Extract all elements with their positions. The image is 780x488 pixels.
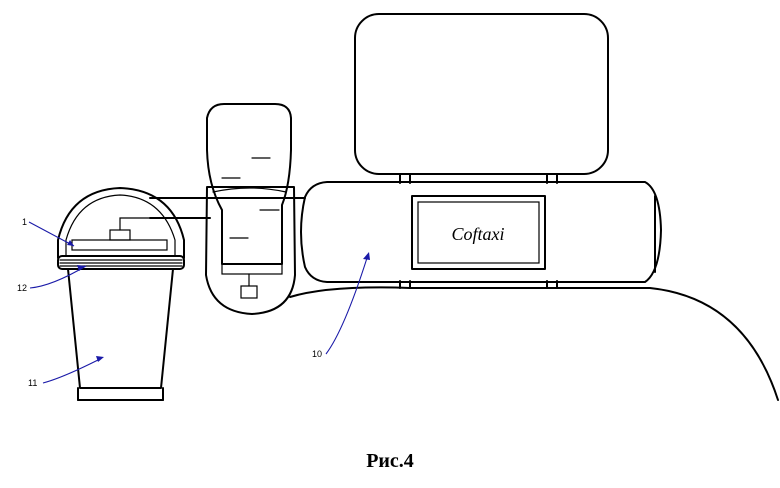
reference-10: 10 bbox=[312, 252, 370, 359]
reference-numeral-1: 1 bbox=[22, 217, 27, 227]
reference-1: 1 bbox=[22, 217, 74, 246]
logo-plate: Coftaxi bbox=[412, 196, 545, 269]
bottle bbox=[207, 104, 291, 298]
reference-numeral-10: 10 bbox=[312, 349, 322, 359]
cup-lid-ring bbox=[58, 256, 184, 269]
logo-text: Coftaxi bbox=[452, 224, 505, 244]
reference-numeral-12: 12 bbox=[17, 283, 27, 293]
seat-back-outline bbox=[290, 287, 778, 400]
reference-11: 11 bbox=[28, 356, 104, 388]
reference-numeral-11: 11 bbox=[28, 378, 37, 388]
cup bbox=[68, 269, 173, 400]
headrest-cushion bbox=[355, 14, 608, 174]
figure-caption: Рис.4 bbox=[0, 450, 780, 473]
